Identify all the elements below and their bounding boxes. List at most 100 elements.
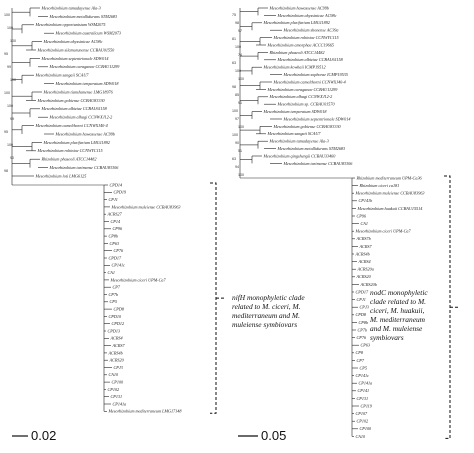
right-bootstrap-value: 97 xyxy=(235,117,239,121)
left-clade-taxon-label: CPJ1 xyxy=(109,197,118,202)
right-taxon-label: Mesorhizobium plurifarium LMG11892 xyxy=(263,20,330,25)
left-bootstrap-value: 99 xyxy=(10,117,14,121)
left-bootstrap-value: 100 xyxy=(10,39,16,43)
left-clade-taxon-label: ACRS4b xyxy=(108,350,123,355)
right-clade-taxon-label: CP7b xyxy=(358,327,368,332)
right-clade-taxon-label: CPJ3 xyxy=(360,305,369,310)
left-clade-annotation: related to M. ciceri, M. xyxy=(232,302,301,311)
right-clade-taxon-label: CP7 xyxy=(357,358,365,363)
right-clade-taxon-label: CP96 xyxy=(357,213,367,218)
left-taxon-label: Mesorhizobium caraganae CCBAU11299 xyxy=(49,64,121,69)
right-clade-taxon-label: ACRS20b xyxy=(360,282,377,287)
left-clade-taxon-label: Mesorhizobium muleiense CCBAU83963 xyxy=(111,204,181,209)
left-clade-taxon-label: CP131 xyxy=(111,394,123,399)
left-taxon-label: Mesorhizobium abyssinicae AC98c xyxy=(43,39,103,44)
right-bootstrap-value: 100 xyxy=(235,45,241,49)
right-clade-annotation: nodC monophyletic xyxy=(370,288,428,297)
right-clade-annotation: M. mediterraneum xyxy=(369,315,426,324)
right-taxon-label: Mesorhizobium kowhaii ICMP19512 xyxy=(263,65,326,70)
right-clade-taxon-label: CA1 xyxy=(361,221,368,226)
right-bootstrap-value: 100 xyxy=(238,125,244,129)
left-clade-taxon-label: CPD19 xyxy=(114,190,127,195)
left-bootstrap-value: 100 xyxy=(7,104,13,108)
right-clade-annotation: clade related to M. xyxy=(370,297,426,306)
right-clade-taxon-label: ACRS4b xyxy=(355,251,370,256)
right-clade-taxon-label: CP141 xyxy=(358,388,370,393)
left-taxon-label: Mesorhizobium alhagi CCNWXJ12-2 xyxy=(49,115,113,120)
left-taxon-label: Mesorhizobium hawassense AC99b xyxy=(55,131,115,136)
right-clade-taxon-label: CPJ1 xyxy=(357,297,366,302)
right-bootstrap-value: 98 xyxy=(232,85,236,89)
left-bootstrap-value: 100 xyxy=(7,143,13,147)
left-bootstrap-value: 100 xyxy=(7,26,13,30)
left-clade-taxon-label: ACRS7 xyxy=(112,343,126,348)
right-taxon-label: Rhizobium phaseoli ATCC14482 xyxy=(269,50,325,55)
right-bootstrap-value: 94 xyxy=(235,165,239,169)
right-clade-taxon-label: CP8 xyxy=(356,350,364,355)
right-clade-taxon-label: CPD8 xyxy=(356,312,367,317)
right-taxon-label: Mesorhizobium metallidurans STM2683 xyxy=(277,146,346,151)
right-clade-taxon-label: CP76 xyxy=(357,335,367,340)
right-clade-taxon-label: CP119 xyxy=(361,403,373,408)
left-clade-taxon-label: CPD12 xyxy=(112,321,125,326)
right-taxon-label: Mesorhizobium robiniae CCNWYC115 xyxy=(273,35,339,40)
left-clade-taxon-label: CPD10 xyxy=(109,314,122,319)
right-clade-taxon-label: ACRS7b xyxy=(356,236,371,241)
right-scale-label: 0.05 xyxy=(261,428,286,443)
right-clade-taxon-label: CP141c xyxy=(356,373,370,378)
right-bootstrap-value: 100 xyxy=(238,77,244,81)
right-bootstrap-value: 100 xyxy=(232,109,238,113)
right-clade-taxon-label: Mesorhizobium huakuii CCBAU15514 xyxy=(357,206,423,211)
right-clade-taxon-label: CP63 xyxy=(361,343,371,348)
right-taxon-label: Mesorhizobium tarimense CCBAU83306 xyxy=(283,161,354,166)
left-taxon-label: Mesorhizobium septentrionale SDW014 xyxy=(41,56,109,61)
left-clade-taxon-label: CP100 xyxy=(112,380,125,385)
left-clade-taxon-label: ACRS20 xyxy=(109,358,125,363)
right-taxon-label: Mesorhizobium albiziae CCBAU61158 xyxy=(277,57,344,62)
right-taxon-label: Mesorhizobium sophorae ICMP19535 xyxy=(283,72,348,77)
right-taxon-label: Mesorhizobium sangaii SCAU7 xyxy=(267,131,322,136)
left-scale-label: 0.02 xyxy=(31,428,56,443)
left-clade-taxon-label: CP102 xyxy=(108,387,120,392)
left-clade-taxon-label: CPJ3 xyxy=(114,365,123,370)
left-taxon-label: Mesorhizobium australicum WSM2073 xyxy=(55,31,122,36)
left-clade-taxon-label: Mesorhizobium ciceri UPM-Ca7 xyxy=(110,277,167,282)
right-clade-taxon-label: Rhizobium mediterraneum UPM-Ca36 xyxy=(356,175,423,180)
left-bootstrap-value: 100 xyxy=(4,13,10,17)
right-bootstrap-value: 100 xyxy=(232,133,238,137)
left-taxon-label: Mesorhizobium tianshanense LMG18976 xyxy=(43,89,114,94)
left-clade-taxon-label: CPD13 xyxy=(108,328,121,333)
right-bootstrap-value: 85 xyxy=(235,93,239,97)
right-clade-taxon-label: ACRS20a xyxy=(357,267,374,272)
left-clade-taxon-label: CA1 xyxy=(108,270,115,275)
left-clade-taxon-label: CP141c xyxy=(112,263,126,268)
right-clade-taxon-label: CPD17 xyxy=(356,289,369,294)
right-clade-taxon-label: CP100 xyxy=(360,426,373,431)
left-clade-taxon-label: ACRS4 xyxy=(110,336,123,341)
right-bootstrap-value: 63 xyxy=(232,157,236,161)
left-clade-taxon-label: CPD14 xyxy=(110,182,123,187)
left-taxon-label: Mesorhizobium gobiense CCBAU83330 xyxy=(37,98,106,103)
left-taxon-label: Mesorhizobium tamadayense Ala-3 xyxy=(41,5,101,10)
right-clade-annotation: symbiovars xyxy=(370,333,404,342)
right-clade-annotation: and M. muleiense xyxy=(370,324,423,333)
right-bootstrap-value: 81 xyxy=(232,37,236,41)
left-bootstrap-value: 100 xyxy=(4,91,10,95)
left-clade-bracket xyxy=(210,182,217,414)
right-taxon-label: Mesorhizobium camelthorni CCNWXJ40-4 xyxy=(273,79,346,84)
left-taxon-label: Mesorhizobium camelthorni CCNWXJ40-4 xyxy=(35,123,108,128)
left-clade-taxon-label: CPD17 xyxy=(109,255,122,260)
right-taxon-label: Mesorhizobium qingshengii CCBAU33460 xyxy=(263,153,337,158)
right-clade-taxon-label: CA10 xyxy=(356,434,366,439)
left-taxon-label: Mesorhizobium silamurunense CCBAU01550 xyxy=(37,47,116,52)
right-taxon-label: Mesorhizobium tamadayense Ala-3 xyxy=(269,139,329,144)
right-taxon-label: Mesorhizobium sp. CCBAU01570 xyxy=(277,102,336,107)
right-clade-bracket xyxy=(444,175,451,439)
right-taxon-label: Mesorhizobium temperatum SDW018 xyxy=(263,109,328,114)
right-clade-taxon-label: Mesorhizobium muleiense CCBAU83963 xyxy=(355,191,425,196)
right-clade-taxon-label: CP8b xyxy=(359,320,369,325)
left-taxon-label: Mesorhizobium sangaii SCAU7 xyxy=(35,73,90,78)
left-clade-annotation: mediterraneum and M. xyxy=(232,311,300,320)
